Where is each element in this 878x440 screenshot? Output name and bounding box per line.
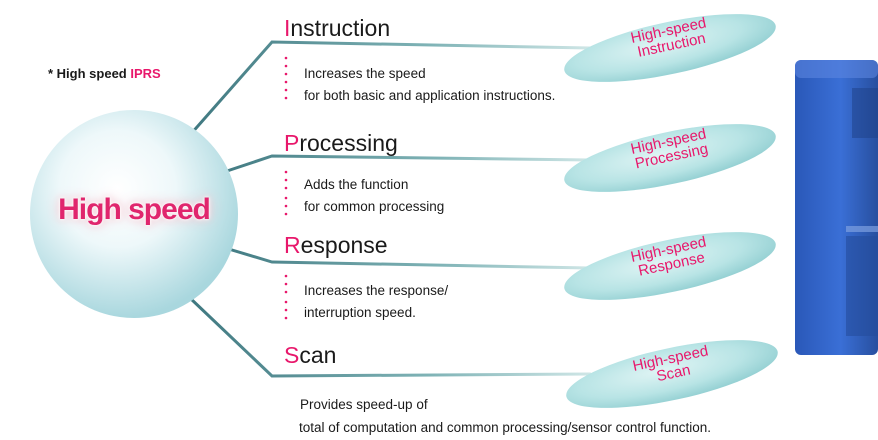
connector-lines — [188, 40, 592, 378]
response-heading: Response — [284, 234, 388, 257]
description-line: for both basic and application instructi… — [304, 88, 556, 103]
heading-rest: nstruction — [290, 15, 391, 41]
description-line: Increases the response/ — [304, 283, 449, 298]
scan-description: Provides speed-up of total of computatio… — [299, 393, 711, 439]
response-description: Increases the response/ interruption spe… — [304, 280, 448, 324]
scan-heading: Scan — [284, 344, 336, 367]
plc-device-image — [795, 60, 878, 355]
instruction-description: Increases the speed for both basic and a… — [304, 63, 555, 107]
heading-initial: S — [284, 342, 300, 368]
description-line: Increases the speed — [304, 66, 426, 81]
bullet-dots — [284, 56, 288, 320]
description-line: total of computation and common processi… — [299, 420, 711, 435]
processing-description: Adds the function for common processing — [304, 174, 444, 218]
instruction-heading: Instruction — [284, 17, 390, 40]
processing-heading: Processing — [284, 132, 398, 155]
hub-circle — [30, 110, 238, 318]
heading-rest: can — [299, 342, 337, 368]
ipr-note: * High speed IPRS — [48, 66, 161, 81]
note-prefix: * High speed — [48, 66, 131, 81]
description-line: for common processing — [304, 199, 445, 214]
description-line: Adds the function — [304, 177, 409, 192]
description-line: Provides speed-up of — [300, 397, 428, 412]
hub-label: High speed — [58, 193, 211, 226]
heading-initial: P — [284, 130, 300, 156]
heading-rest: rocessing — [299, 130, 398, 156]
note-highlight: IPRS — [130, 66, 161, 81]
heading-initial: I — [284, 15, 291, 41]
oval-shapes — [564, 14, 778, 408]
description-line: interruption speed. — [304, 305, 416, 320]
heading-initial: R — [284, 232, 301, 258]
heading-rest: esponse — [300, 232, 388, 258]
